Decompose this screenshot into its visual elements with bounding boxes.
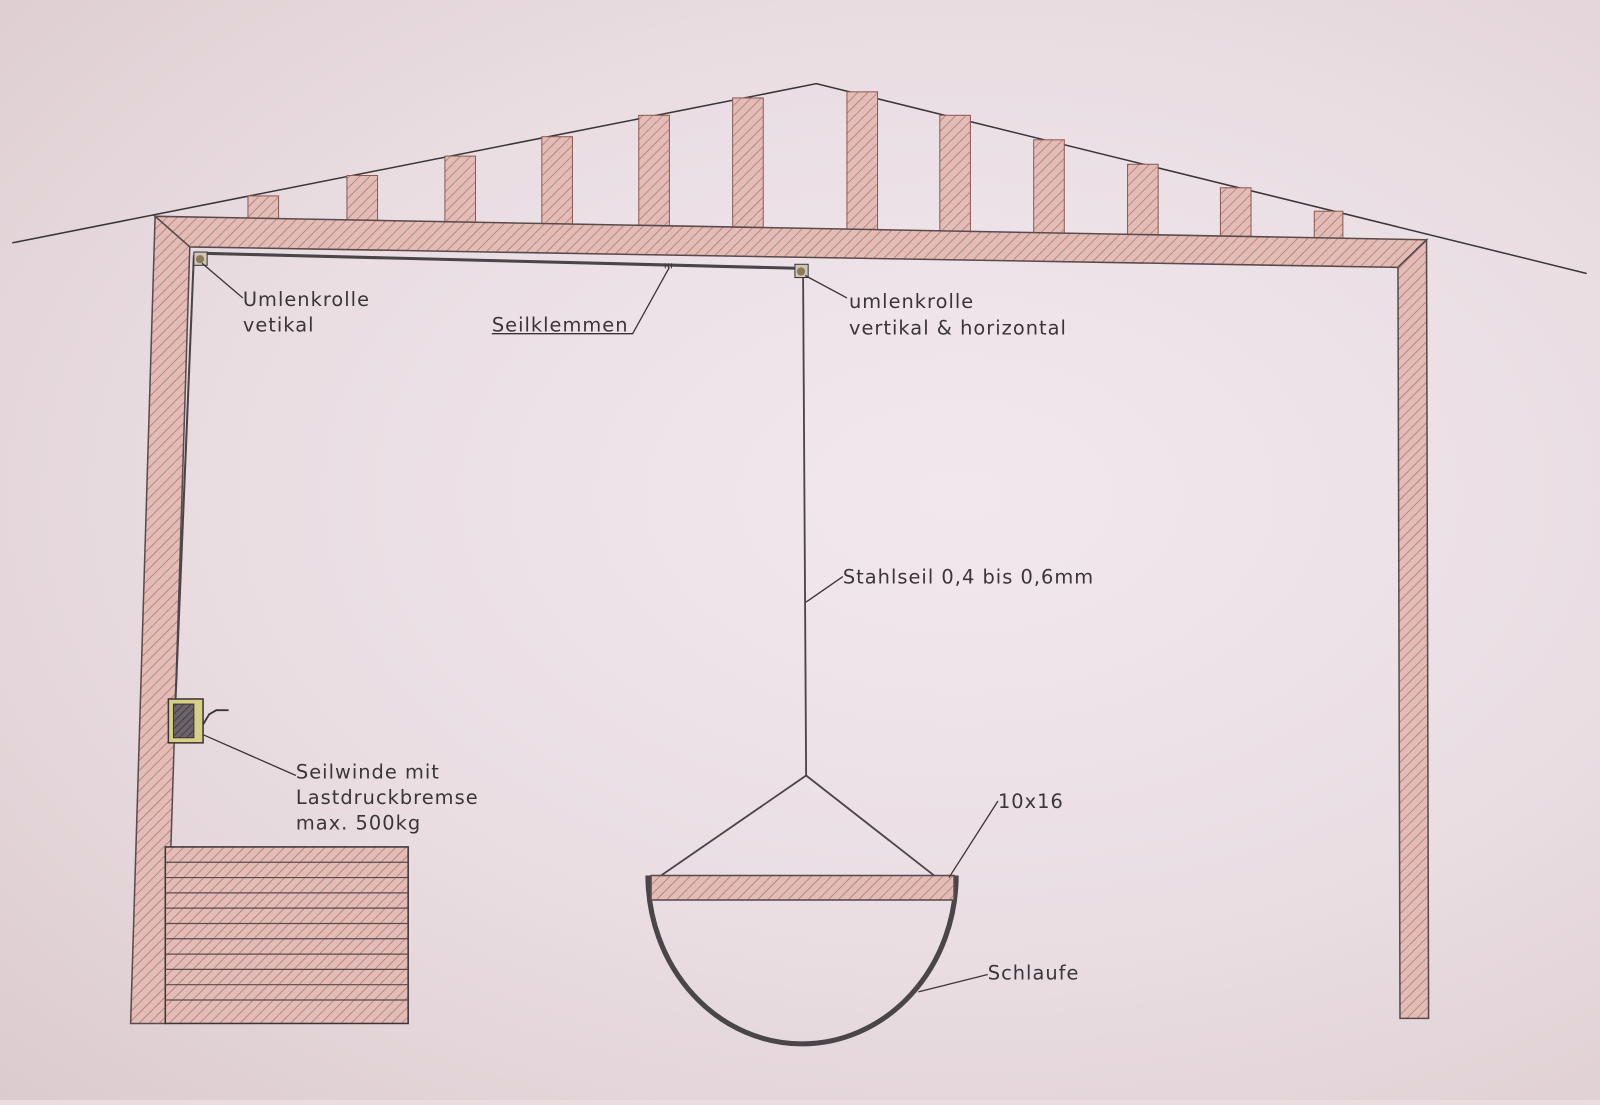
label-rope-clamps: Seilklemmen: [492, 314, 629, 337]
rafter: [444, 155, 477, 225]
rafters: [247, 91, 1344, 240]
rafter: [1219, 187, 1252, 239]
rafter: [247, 195, 280, 220]
label-winch-1: Seilwinde mit: [296, 761, 440, 784]
sling-loop: [645, 875, 959, 1047]
board-10x16: [650, 874, 955, 901]
label-winch-2: Lastdruckbremse: [296, 786, 479, 809]
label-board-size: 10x16: [998, 790, 1064, 813]
rafter: [346, 175, 379, 223]
rafter: [846, 91, 879, 234]
leader-lines: [201, 262, 999, 993]
rafter: [732, 97, 764, 232]
winch-icon: [167, 698, 229, 744]
rafter: [541, 136, 573, 228]
label-pulley-left-1: Umlenkrolle: [243, 288, 370, 311]
rope-clamps: [664, 263, 672, 269]
roof-line: [12, 82, 1587, 275]
rafter: [1033, 139, 1065, 237]
label-sling: Schlaufe: [988, 962, 1080, 985]
pulley-left-icon: [193, 251, 208, 266]
rafter: [638, 114, 670, 230]
label-pulley-right-2: vertikal & horizontal: [849, 317, 1067, 340]
label-steel-rope: Stahlseil 0,4 bis 0,6mm: [843, 566, 1094, 589]
label-winch-3: max. 500kg: [296, 812, 421, 835]
label-pulley-right-1: umlenkrolle: [849, 290, 974, 313]
right-wall: [1397, 237, 1430, 1020]
brick-stack: [164, 846, 409, 1025]
rafter: [1127, 163, 1159, 238]
label-pulley-left-2: vetikal: [243, 314, 315, 337]
rafter: [939, 114, 971, 235]
pulley-right-icon: [794, 263, 809, 279]
steel-rope: [174, 251, 938, 879]
rafter: [1313, 210, 1344, 240]
